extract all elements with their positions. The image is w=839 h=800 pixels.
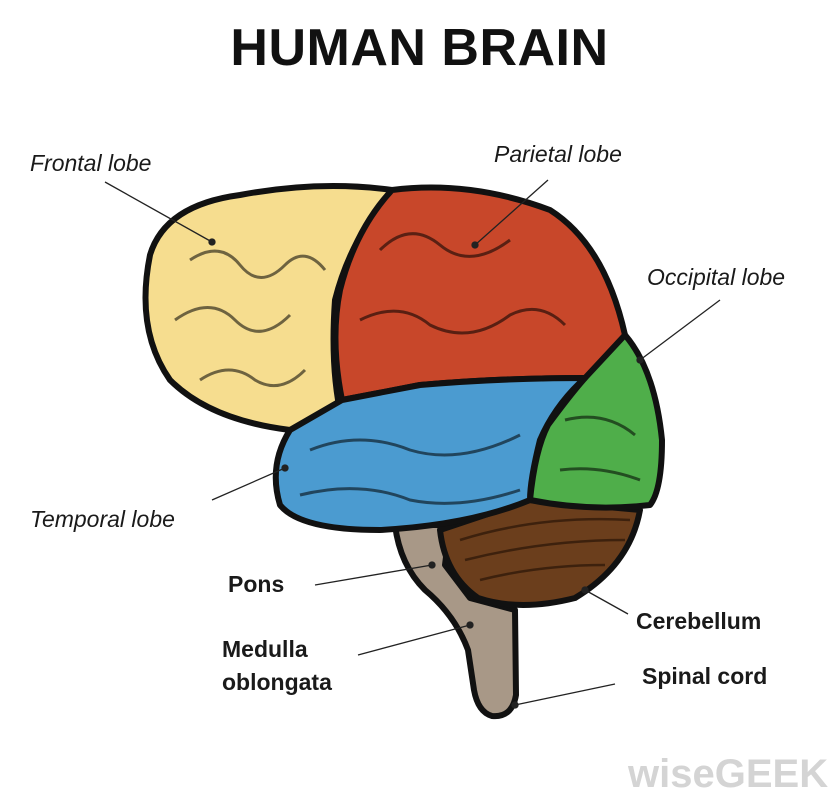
label-frontal-lobe: Frontal lobe: [30, 150, 152, 176]
leader-lines: [104, 179, 721, 709]
frontal-lobe: [142, 183, 395, 433]
label-occipital-lobe: Occipital lobe: [647, 264, 786, 290]
label-spinal-cord: Spinal cord: [642, 663, 768, 689]
parietal-lobe: [332, 184, 628, 403]
watermark-logo: wiseGEEK: [628, 752, 829, 796]
label-medulla-line1: Medulla: [222, 636, 308, 662]
label-medulla-line2: oblongata: [222, 669, 332, 695]
label-cerebellum: Cerebellum: [636, 608, 762, 634]
label-parietal-lobe: Parietal lobe: [494, 141, 622, 167]
diagram-title: HUMAN BRAIN: [230, 19, 609, 77]
label-temporal-lobe: Temporal lobe: [30, 506, 175, 532]
label-pons: Pons: [228, 571, 285, 597]
